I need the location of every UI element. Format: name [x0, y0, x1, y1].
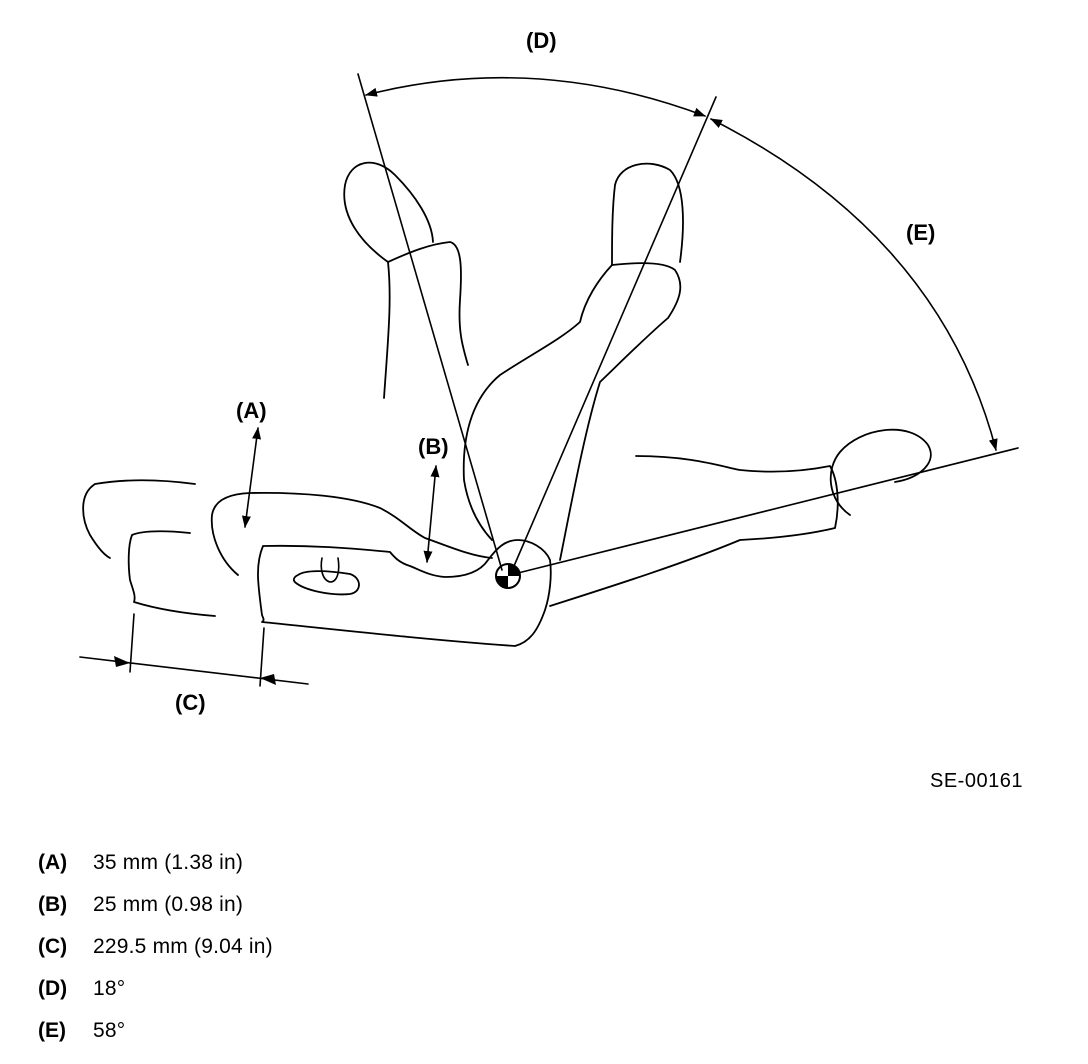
reclined-reference-line	[517, 447, 1019, 574]
dimension-c-arrowhead-rear	[260, 674, 276, 685]
recline-pivot-icon	[495, 563, 521, 589]
dimension-c-arrowhead-front	[114, 656, 130, 667]
legend-value: 25 mm (0.98 in)	[93, 893, 244, 916]
legend-value: 18°	[93, 977, 126, 1000]
legend-key: (A)	[38, 851, 68, 874]
legend-item: (E) 58°	[38, 1010, 638, 1052]
seat-lever-slot	[292, 570, 360, 596]
dimension-a-arrow	[241, 427, 262, 528]
upright-backrest	[383, 241, 469, 399]
main-seatback	[462, 162, 684, 561]
figure-id: SE-00161	[930, 770, 1023, 792]
dimension-legend: (A) 35 mm (1.38 in) (B) 25 mm (0.98 in) …	[38, 842, 638, 1052]
upright-headrest	[343, 161, 434, 263]
legend-item: (D) 18°	[38, 968, 638, 1010]
callout-c-label: (C)	[175, 690, 206, 715]
upright-reference-line	[357, 73, 503, 571]
angle-e-arc	[710, 118, 998, 451]
reclined-headrest	[829, 428, 932, 516]
legend-value: 229.5 mm (9.04 in)	[93, 935, 273, 958]
main-headrest	[611, 162, 684, 266]
legend-item: (C) 229.5 mm (9.04 in)	[38, 926, 638, 968]
callout-d-label: (D)	[526, 28, 557, 53]
reclined-backrest	[549, 455, 839, 607]
reference-lines	[357, 73, 1019, 574]
callout-e-label: (E)	[906, 220, 935, 245]
legend-key: (D)	[38, 977, 68, 1000]
legend-item: (B) 25 mm (0.98 in)	[38, 884, 638, 926]
dimension-c	[79, 613, 309, 687]
upright-seatback-outline	[343, 161, 469, 399]
legend-value: 35 mm (1.38 in)	[93, 851, 244, 874]
legend-key: (E)	[38, 1019, 66, 1042]
seat-frame	[257, 539, 552, 647]
front-cushion-ghost	[82, 479, 196, 559]
legend-key: (C)	[38, 935, 68, 958]
dimension-b-arrow	[423, 465, 440, 563]
callout-a-label: (A)	[236, 398, 267, 423]
main-backrest	[462, 262, 682, 561]
seat-lever-knob	[320, 557, 340, 583]
angle-d-arc	[365, 76, 706, 117]
seat-adjustment-diagram: (A) (B) (C) (D) (E)	[79, 28, 1019, 715]
seat-cushion-top	[210, 491, 493, 576]
legend-value: 58°	[93, 1019, 126, 1042]
front-frame-ghost	[127, 530, 216, 617]
legend-key: (B)	[38, 893, 68, 916]
main-seat-cushion	[82, 479, 552, 647]
legend-item: (A) 35 mm (1.38 in)	[38, 842, 638, 884]
dimension-c-extension-rear	[259, 627, 265, 687]
inclined-reference-line	[513, 96, 717, 567]
callout-b-label: (B)	[418, 434, 449, 459]
